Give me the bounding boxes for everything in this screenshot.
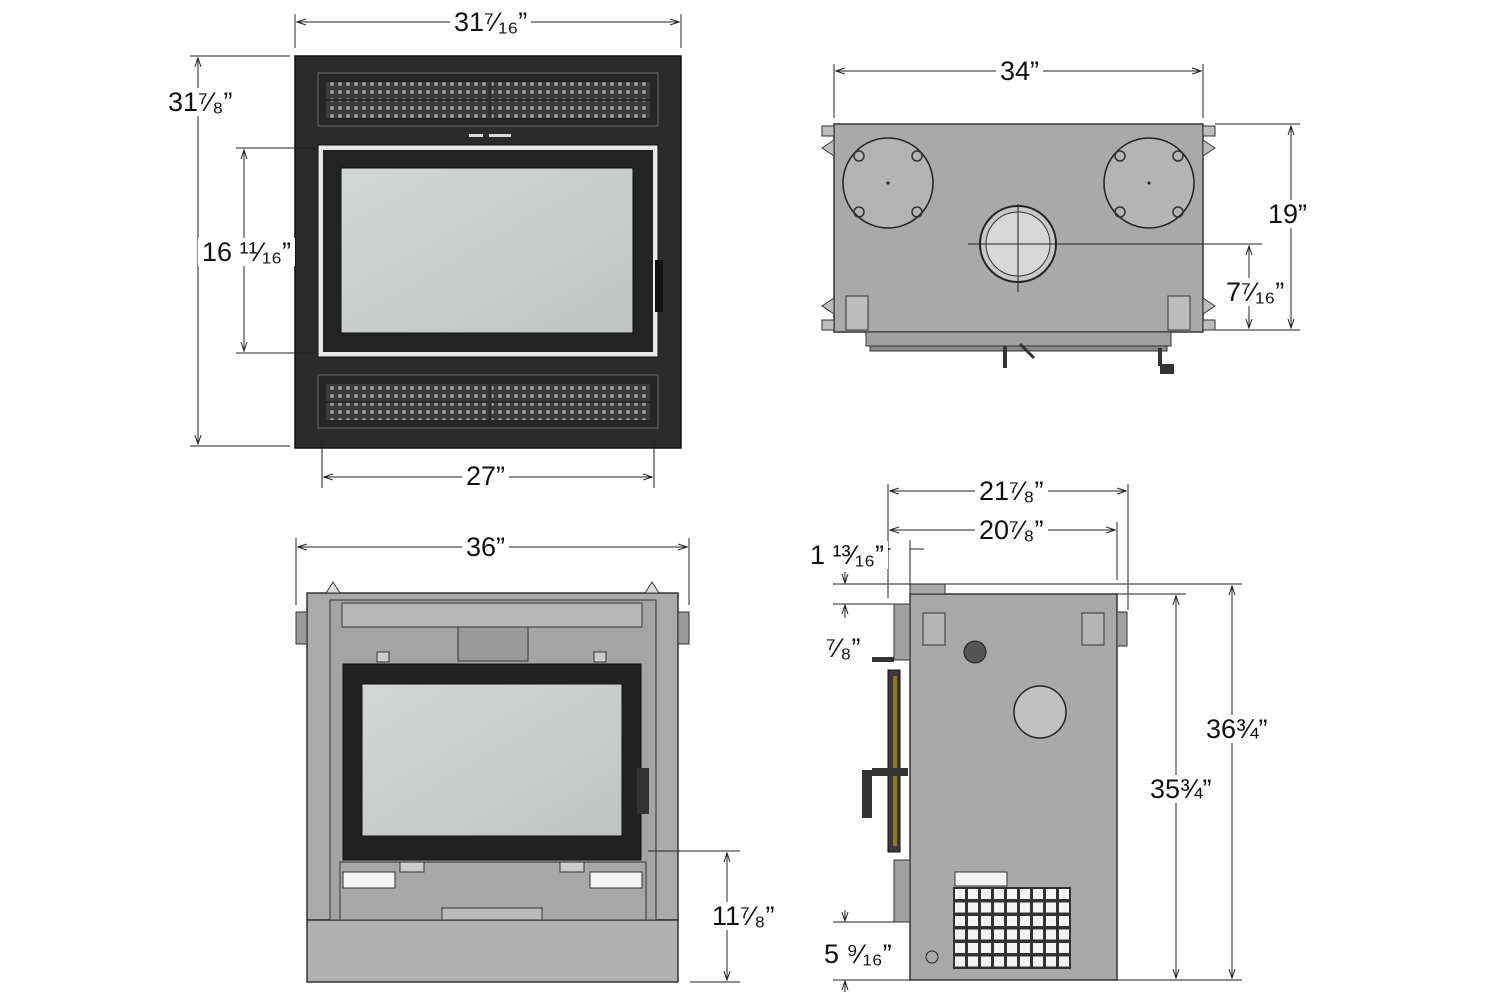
vent-cell — [1020, 929, 1030, 940]
vent-cell — [1007, 929, 1017, 940]
vent-cell — [1033, 916, 1043, 926]
vent-cell — [1046, 956, 1056, 967]
vent-cell — [1059, 902, 1069, 913]
vent-cell — [1033, 956, 1043, 967]
vent-cell — [968, 916, 978, 926]
vent-cell — [1007, 889, 1017, 899]
vent-cell — [981, 943, 991, 953]
vent-cell — [1007, 902, 1017, 913]
vent-cell — [981, 889, 991, 899]
side-body-depth-label: 20⁷⁄₈” — [975, 516, 1048, 544]
vent-cell — [1046, 902, 1056, 913]
vent-cell — [994, 916, 1004, 926]
side-base-height-label: 5 ⁹⁄₁₆” — [820, 940, 896, 968]
vent-cell — [968, 943, 978, 953]
vent-cell — [1033, 902, 1043, 913]
vent-cell — [968, 929, 978, 940]
vent-cell — [955, 956, 965, 967]
vent-cell — [955, 916, 965, 926]
vent-cell — [994, 956, 1004, 967]
vent-cell — [968, 902, 978, 913]
side-offset-label: 1 ¹³⁄₁₆” — [806, 541, 888, 569]
vent-cell — [1020, 956, 1030, 967]
vent-cell — [981, 956, 991, 967]
vent-cell — [1007, 916, 1017, 926]
vent-cell — [1059, 943, 1069, 953]
front-unit-width-label: 36” — [462, 533, 510, 561]
vent-cell — [1033, 889, 1043, 899]
vent-cell — [1046, 916, 1056, 926]
side-vent-grid — [953, 871, 1071, 969]
vent-cell — [1033, 929, 1043, 940]
glass-height-label: 16 ¹¹⁄₁₆” — [198, 238, 296, 266]
vent-cell — [1046, 929, 1056, 940]
vent-cell — [1033, 943, 1043, 953]
vent-cell — [1007, 943, 1017, 953]
side-body-height-label: 35¾” — [1146, 775, 1216, 803]
front-unit-view — [295, 538, 740, 983]
vent-cell — [1046, 943, 1056, 953]
vent-cell — [968, 889, 978, 899]
vent-cell — [1059, 889, 1069, 899]
vent-cell — [1007, 956, 1017, 967]
vent-cell — [1059, 929, 1069, 940]
vent-cell — [981, 916, 991, 926]
front-trim-height-label: 31⁷⁄₈” — [164, 88, 237, 116]
vent-cell — [1046, 889, 1056, 899]
vent-cell — [1020, 943, 1030, 953]
flue-offset-label: 7⁷⁄₁₆” — [1222, 278, 1289, 306]
vent-cell — [981, 929, 991, 940]
vent-cell — [968, 956, 978, 967]
vent-cell — [1020, 902, 1030, 913]
vent-cell — [994, 943, 1004, 953]
side-top-offset-label: ⁷⁄₈” — [822, 634, 865, 662]
vent-cell — [955, 889, 965, 899]
vent-cell — [994, 902, 1004, 913]
vent-cell — [994, 889, 1004, 899]
top-view-width-label: 34” — [996, 57, 1044, 85]
opening-width-label: 27” — [462, 462, 510, 490]
vent-cell — [955, 902, 965, 913]
vent-cell — [1059, 916, 1069, 926]
vent-cell — [955, 943, 965, 953]
side-overall-height-label: 36¾” — [1202, 715, 1272, 743]
front-trim-view — [190, 14, 682, 488]
side-view — [833, 484, 1242, 992]
vent-cell — [981, 902, 991, 913]
vent-cell — [1020, 916, 1030, 926]
front-trim-width-label: 31⁷⁄₁₆” — [450, 8, 532, 36]
vent-cell — [994, 929, 1004, 940]
vent-cell — [955, 929, 965, 940]
top-view — [821, 64, 1300, 374]
vent-cell — [1059, 956, 1069, 967]
top-view-depth-label: 19” — [1264, 200, 1312, 228]
hearth-height-label: 11⁷⁄₈” — [708, 902, 779, 930]
vent-cell — [1020, 889, 1030, 899]
side-overall-depth-label: 21⁷⁄₈” — [975, 477, 1048, 505]
